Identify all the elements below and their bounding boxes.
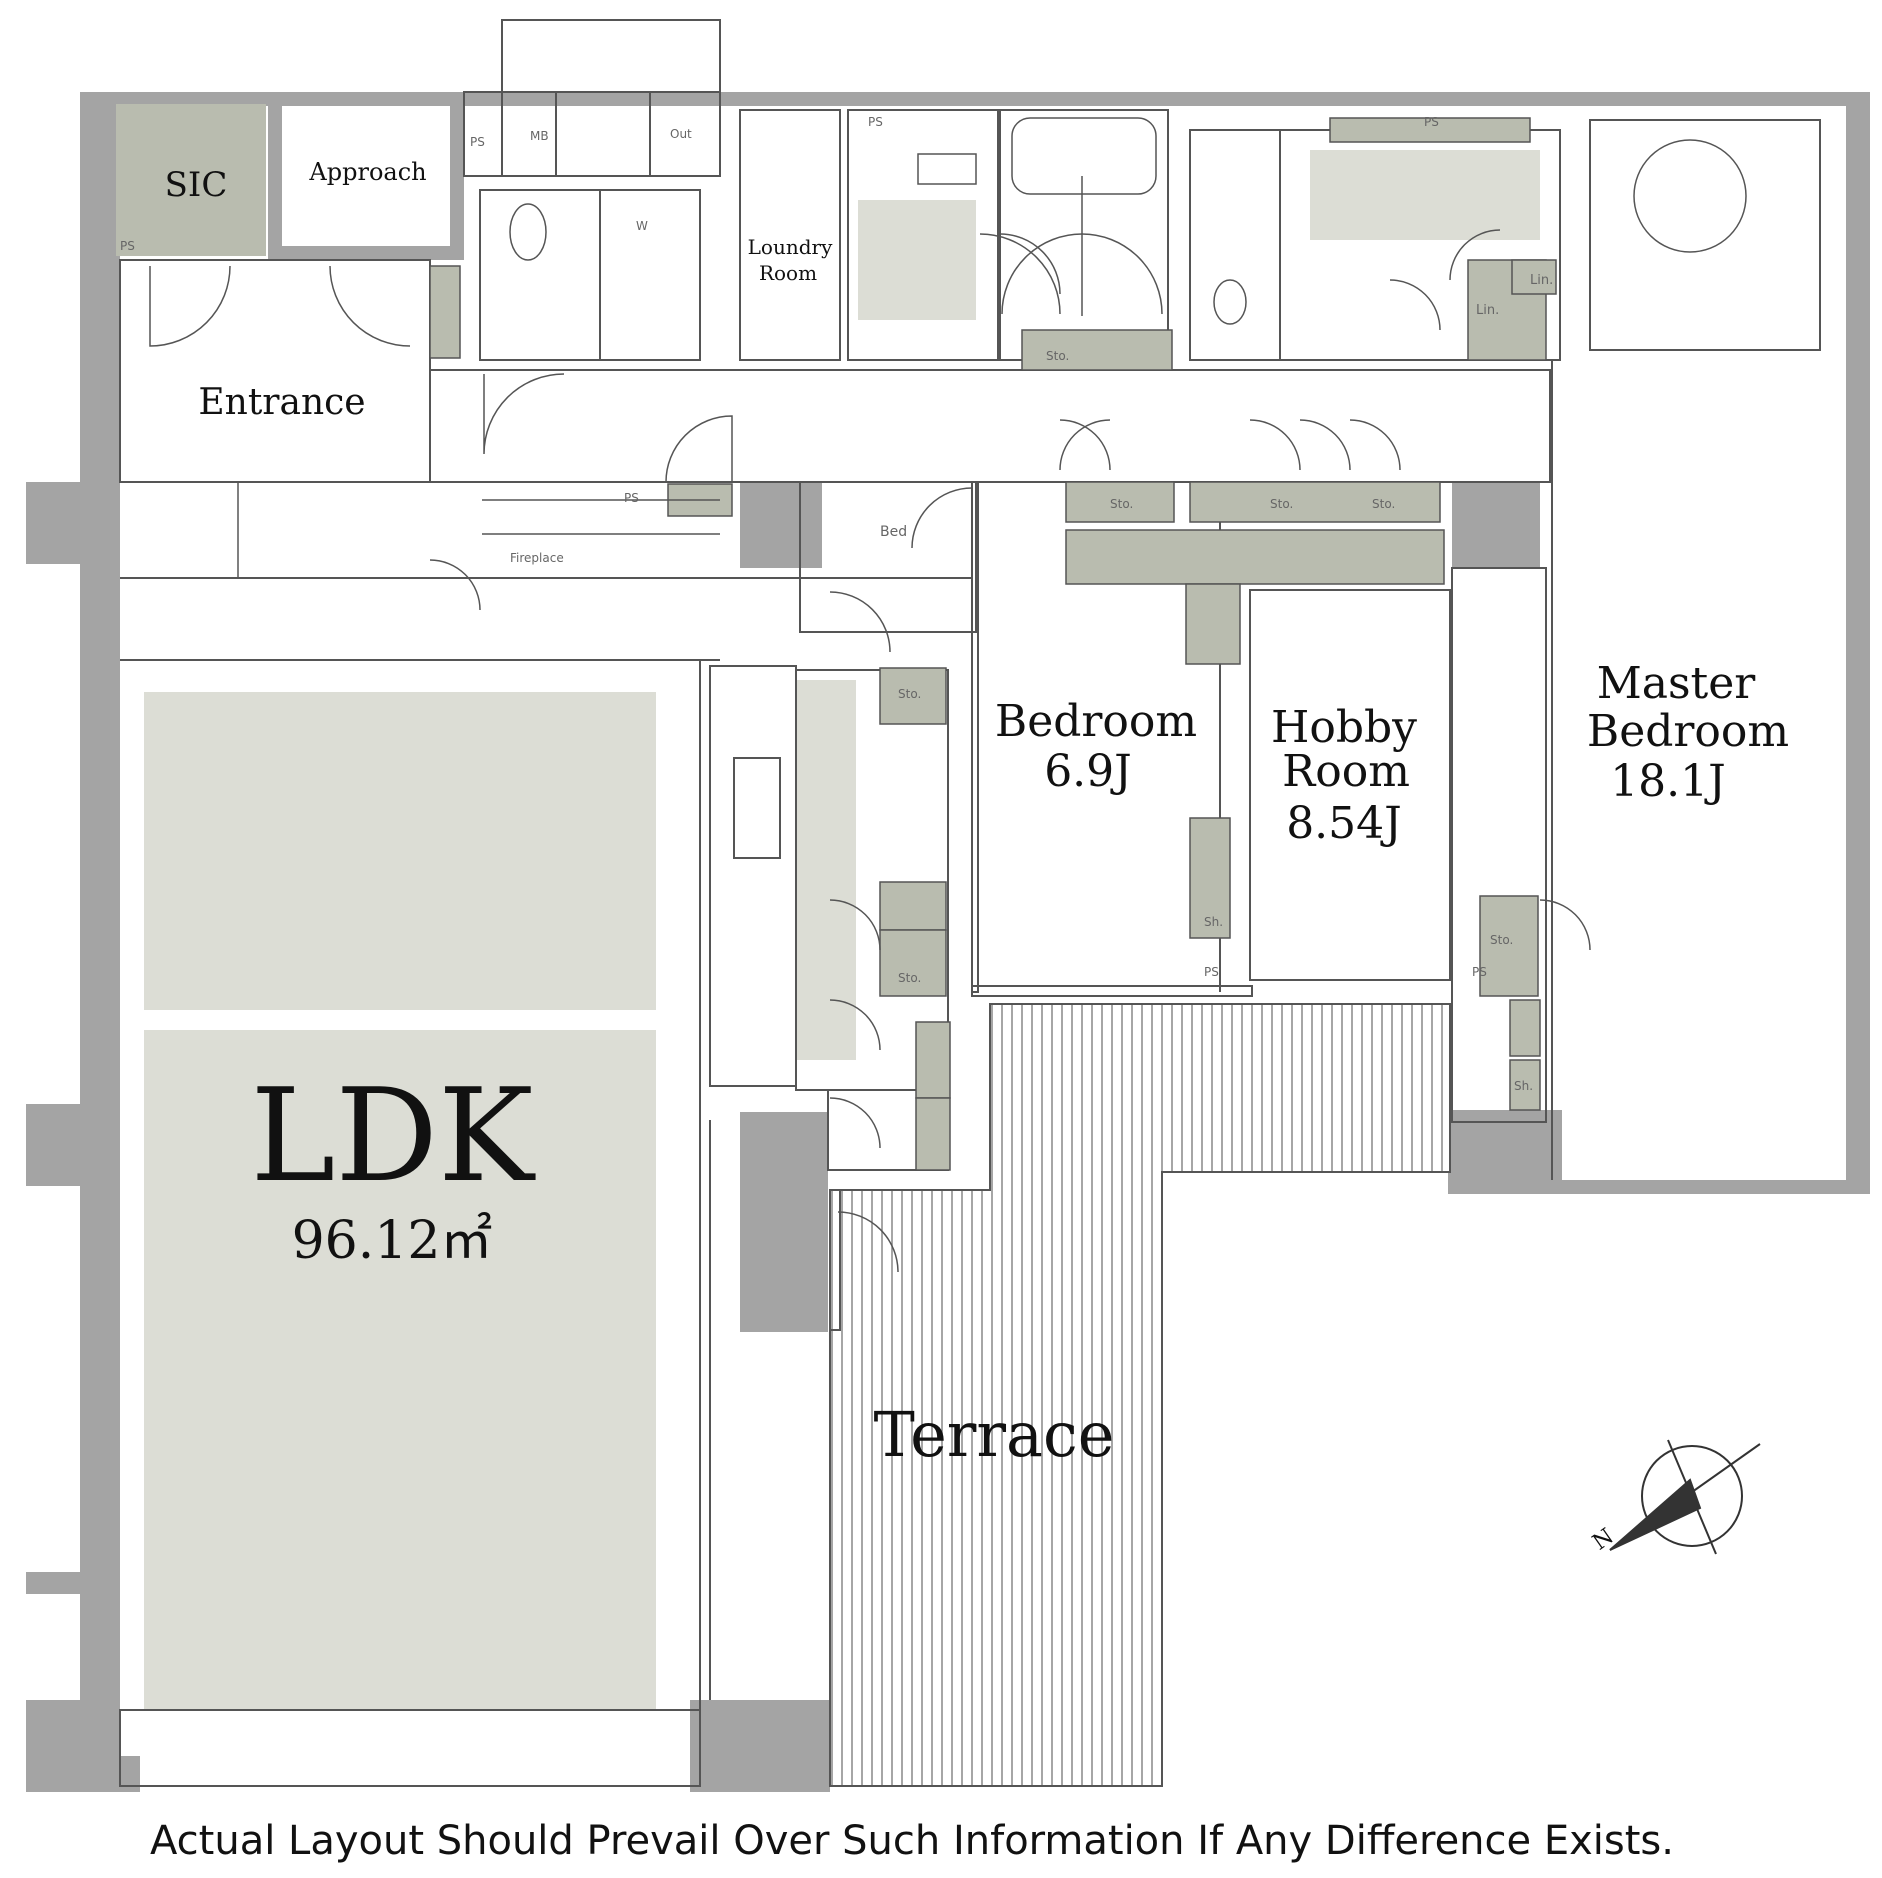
label-ps-bath: PS xyxy=(1424,115,1439,129)
label-sto-3: Sto. xyxy=(1270,497,1293,511)
label-sto-4: Sto. xyxy=(1372,497,1395,511)
label-sto-2: Sto. xyxy=(1110,497,1133,511)
label-fireplace: Fireplace xyxy=(510,551,564,565)
label-w: W xyxy=(636,219,648,233)
room-label-approach: Approach xyxy=(308,158,426,186)
room-label-entrance: Entrance xyxy=(198,382,365,423)
compass-icon xyxy=(1609,1439,1761,1555)
floor-highlights xyxy=(116,104,1540,1710)
room-label-bedroom: Bedroom xyxy=(995,696,1197,747)
room-label-hobby-line1: Hobby xyxy=(1271,702,1417,753)
label-lin-1: Lin. xyxy=(1476,303,1499,318)
door-swings xyxy=(149,176,1591,1273)
room-label-ldk: LDK xyxy=(250,1062,536,1211)
label-lin-2: Lin. xyxy=(1530,273,1553,288)
exterior-walls xyxy=(26,92,1870,1792)
room-label-terrace: Terrace xyxy=(874,1398,1115,1471)
room-label-ldk-area: 96.12㎡ xyxy=(292,1211,493,1271)
room-label-laundry-line1: Loundry xyxy=(748,235,833,259)
approach-walls xyxy=(268,92,464,260)
label-ps-approach: PS xyxy=(470,135,485,149)
fixture-labels: PS MB Out PS PS W PS PS Fireplace Bed Li… xyxy=(120,115,1553,1093)
room-label-laundry-line2: Room xyxy=(759,261,817,285)
room-label-master-line2: Bedroom xyxy=(1587,706,1789,757)
label-bed: Bed xyxy=(880,524,907,540)
room-label-sic: SIC xyxy=(165,165,228,205)
interior-partitions xyxy=(119,19,1821,1787)
label-sto-6: Sto. xyxy=(898,971,921,985)
label-mb: MB xyxy=(530,129,549,143)
label-sto-1: Sto. xyxy=(1046,349,1069,363)
label-ps-sic: PS xyxy=(120,239,135,253)
label-ps-laundry: PS xyxy=(868,115,883,129)
label-sh-2: Sh. xyxy=(1514,1079,1533,1093)
label-ps-hobby: PS xyxy=(1204,965,1219,979)
label-sto-5: Sto. xyxy=(898,687,921,701)
terrace-deck xyxy=(829,1003,1451,1787)
room-label-master-line1: Master xyxy=(1597,658,1757,709)
label-ps-hall: PS xyxy=(624,491,639,505)
room-label-master-area: 18.1J xyxy=(1610,756,1726,807)
room-label-hobby-area: 8.54J xyxy=(1286,798,1402,849)
fixtures xyxy=(237,117,1747,578)
room-label-bedroom-area: 6.9J xyxy=(1044,746,1132,797)
label-ps-master: PS xyxy=(1472,965,1487,979)
label-sto-7: Sto. xyxy=(1490,933,1513,947)
room-label-hobby-line2: Room xyxy=(1282,746,1410,797)
label-sh-1: Sh. xyxy=(1204,915,1223,929)
label-out: Out xyxy=(670,127,692,141)
compass-north-label: N xyxy=(1588,1524,1618,1556)
disclaimer-text: Actual Layout Should Prevail Over Such I… xyxy=(150,1818,1674,1864)
